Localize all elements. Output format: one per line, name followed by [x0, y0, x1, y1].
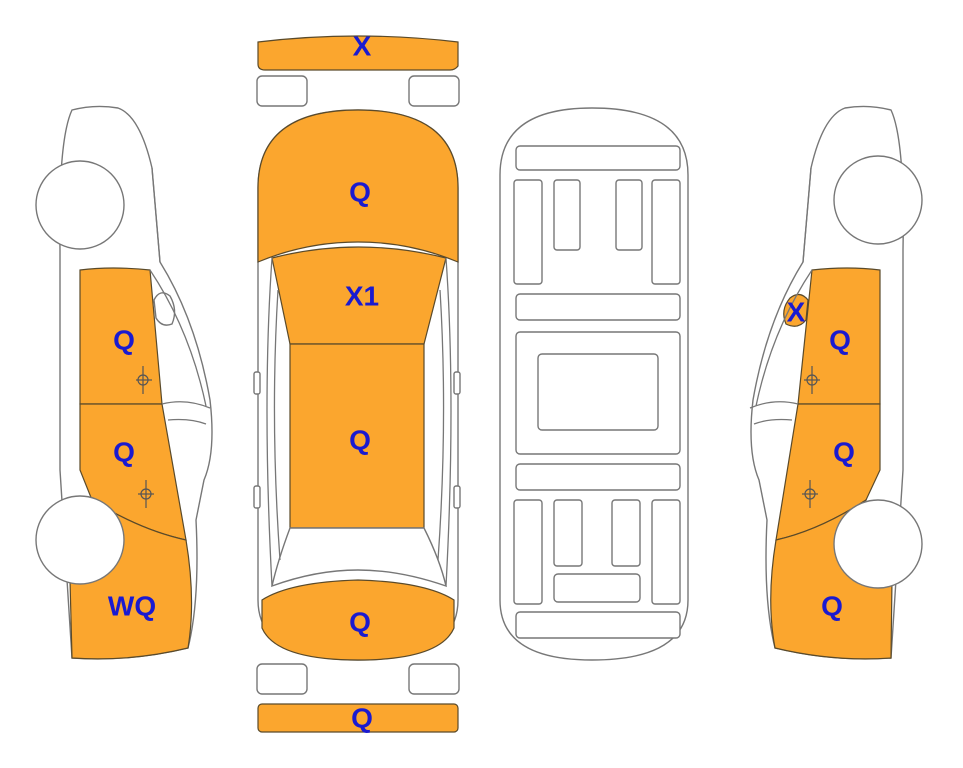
right-mirror-top — [453, 371, 461, 395]
right-front-wheel — [833, 155, 923, 245]
right-rear-wheel — [833, 499, 923, 589]
rear-bumper-panel[interactable] — [257, 703, 459, 733]
roof-label: Q — [349, 425, 371, 456]
underbody-tunnel — [537, 353, 659, 431]
underbody-rear-bar — [515, 611, 681, 639]
right-mirror-panel[interactable] — [783, 293, 809, 327]
left-quarter-panel-label: WQ — [108, 591, 156, 622]
right-window-lines — [749, 167, 813, 425]
right-quarter-panel-label: Q — [821, 591, 843, 622]
underbody-front-bar — [515, 145, 681, 171]
left-rear-wheel — [35, 495, 125, 585]
underbody-front-rail-l — [513, 179, 543, 285]
underbody-front-box-r — [615, 179, 643, 251]
left-window-lines — [149, 167, 211, 425]
windshield-label: X1 — [345, 281, 379, 312]
left-pillar-lines — [266, 257, 281, 587]
left-handle-top — [253, 485, 261, 509]
left-front-door-panel[interactable] — [79, 267, 163, 405]
underbody-rear-rail-r — [651, 499, 681, 605]
right-front-door-label: Q — [829, 325, 851, 356]
underbody-rear-box-l — [553, 499, 583, 567]
rear-right-light — [408, 663, 460, 695]
front-right-light — [408, 75, 460, 107]
underbody-rear-rail-l — [513, 499, 543, 605]
rear-window — [271, 527, 447, 588]
right-handle-top — [453, 485, 461, 509]
underbody-front-box-l — [553, 179, 581, 251]
right-rear-door-label: Q — [833, 437, 855, 468]
front-left-light — [256, 75, 308, 107]
left-front-door-label: Q — [113, 325, 135, 356]
right-mirror-label: X — [787, 297, 806, 328]
underbody-view — [499, 107, 689, 661]
windshield-panel[interactable] — [271, 246, 447, 345]
right-front-lock-icon — [804, 366, 820, 394]
left-mirror — [153, 292, 176, 326]
left-side-view: Q Q WQ — [35, 105, 213, 660]
right-rear-lock-icon — [802, 480, 818, 508]
right-side-view: X Q Q Q — [749, 105, 923, 660]
right-pillar-lines — [437, 257, 452, 587]
rear-left-light — [256, 663, 308, 695]
hood-label: Q — [349, 177, 371, 208]
underbody-front-rail-r — [651, 179, 681, 285]
underbody-rear-tray — [553, 573, 641, 603]
left-front-lock-icon — [136, 366, 152, 394]
hood-panel[interactable] — [257, 109, 459, 263]
right-front-door-panel[interactable] — [797, 267, 881, 405]
trunk-label: Q — [349, 607, 371, 638]
left-front-wheel — [35, 160, 125, 250]
trunk-panel[interactable] — [261, 579, 455, 661]
left-mirror-top — [253, 371, 261, 395]
top-view: X Q X1 Q Q Q — [253, 31, 461, 734]
underbody-crossmember-2 — [515, 463, 681, 491]
underbody-rear-box-r — [611, 499, 641, 567]
underbody-crossmember-1 — [515, 293, 681, 321]
rear-bumper-label: Q — [351, 703, 373, 734]
front-bumper-label: X — [353, 31, 372, 62]
left-rear-lock-icon — [138, 480, 154, 508]
front-bumper-panel[interactable] — [257, 35, 459, 71]
left-rear-door-label: Q — [113, 437, 135, 468]
